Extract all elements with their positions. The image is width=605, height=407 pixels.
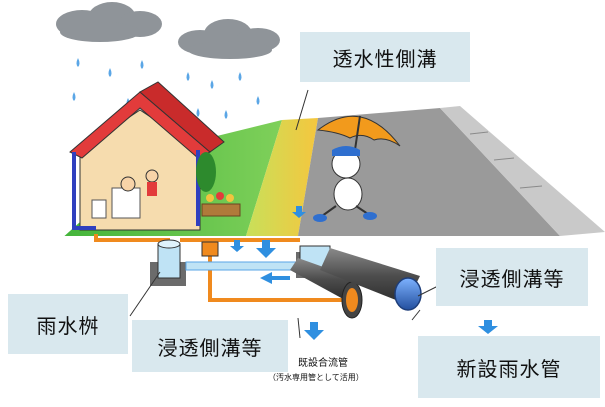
callout-new-storm-pipe: 新設雨水管: [418, 336, 600, 398]
downspout: [72, 152, 96, 230]
curb-blocks: [469, 131, 543, 189]
callout-infiltration-gutter-right: 浸透側溝等: [436, 248, 588, 306]
callout-infiltration-gutter-bottom: 浸透側溝等: [132, 320, 288, 372]
road: [298, 108, 560, 236]
new-storm-pipe: [320, 248, 422, 311]
rain-basin: [150, 239, 186, 286]
orange-pipe: [94, 234, 170, 242]
existing-combined-pipe: [290, 258, 363, 319]
person-with-umbrella: [313, 115, 401, 222]
curb: [440, 106, 605, 236]
planter: [201, 203, 241, 217]
cloud-icon: [178, 19, 280, 59]
callout-pointer: [129, 89, 439, 339]
orange-inlet: [201, 241, 219, 257]
cloud-icon: [56, 2, 162, 42]
callout-permeable-gutter: 透水性側溝: [300, 32, 470, 82]
rain-arrow-icon: [230, 206, 306, 252]
existing-combined-pipe-label: 既設合流管: [298, 358, 348, 369]
flow-arrow-icon: [256, 240, 498, 340]
existing-combined-pipe-note: （汚水専用管として活用）: [268, 373, 364, 382]
connecting-pipe: [185, 261, 297, 271]
flowers: [206, 192, 234, 202]
callout-rain-basin: 雨水桝: [8, 294, 128, 354]
house: [69, 81, 225, 231]
shrub: [196, 152, 216, 192]
